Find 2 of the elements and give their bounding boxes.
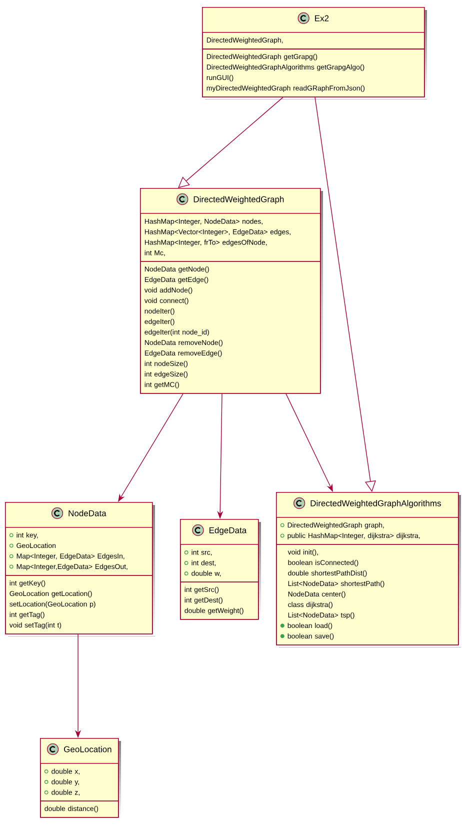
inheritance-arrow (178, 96, 284, 188)
inheritance-arrow (314, 96, 376, 492)
